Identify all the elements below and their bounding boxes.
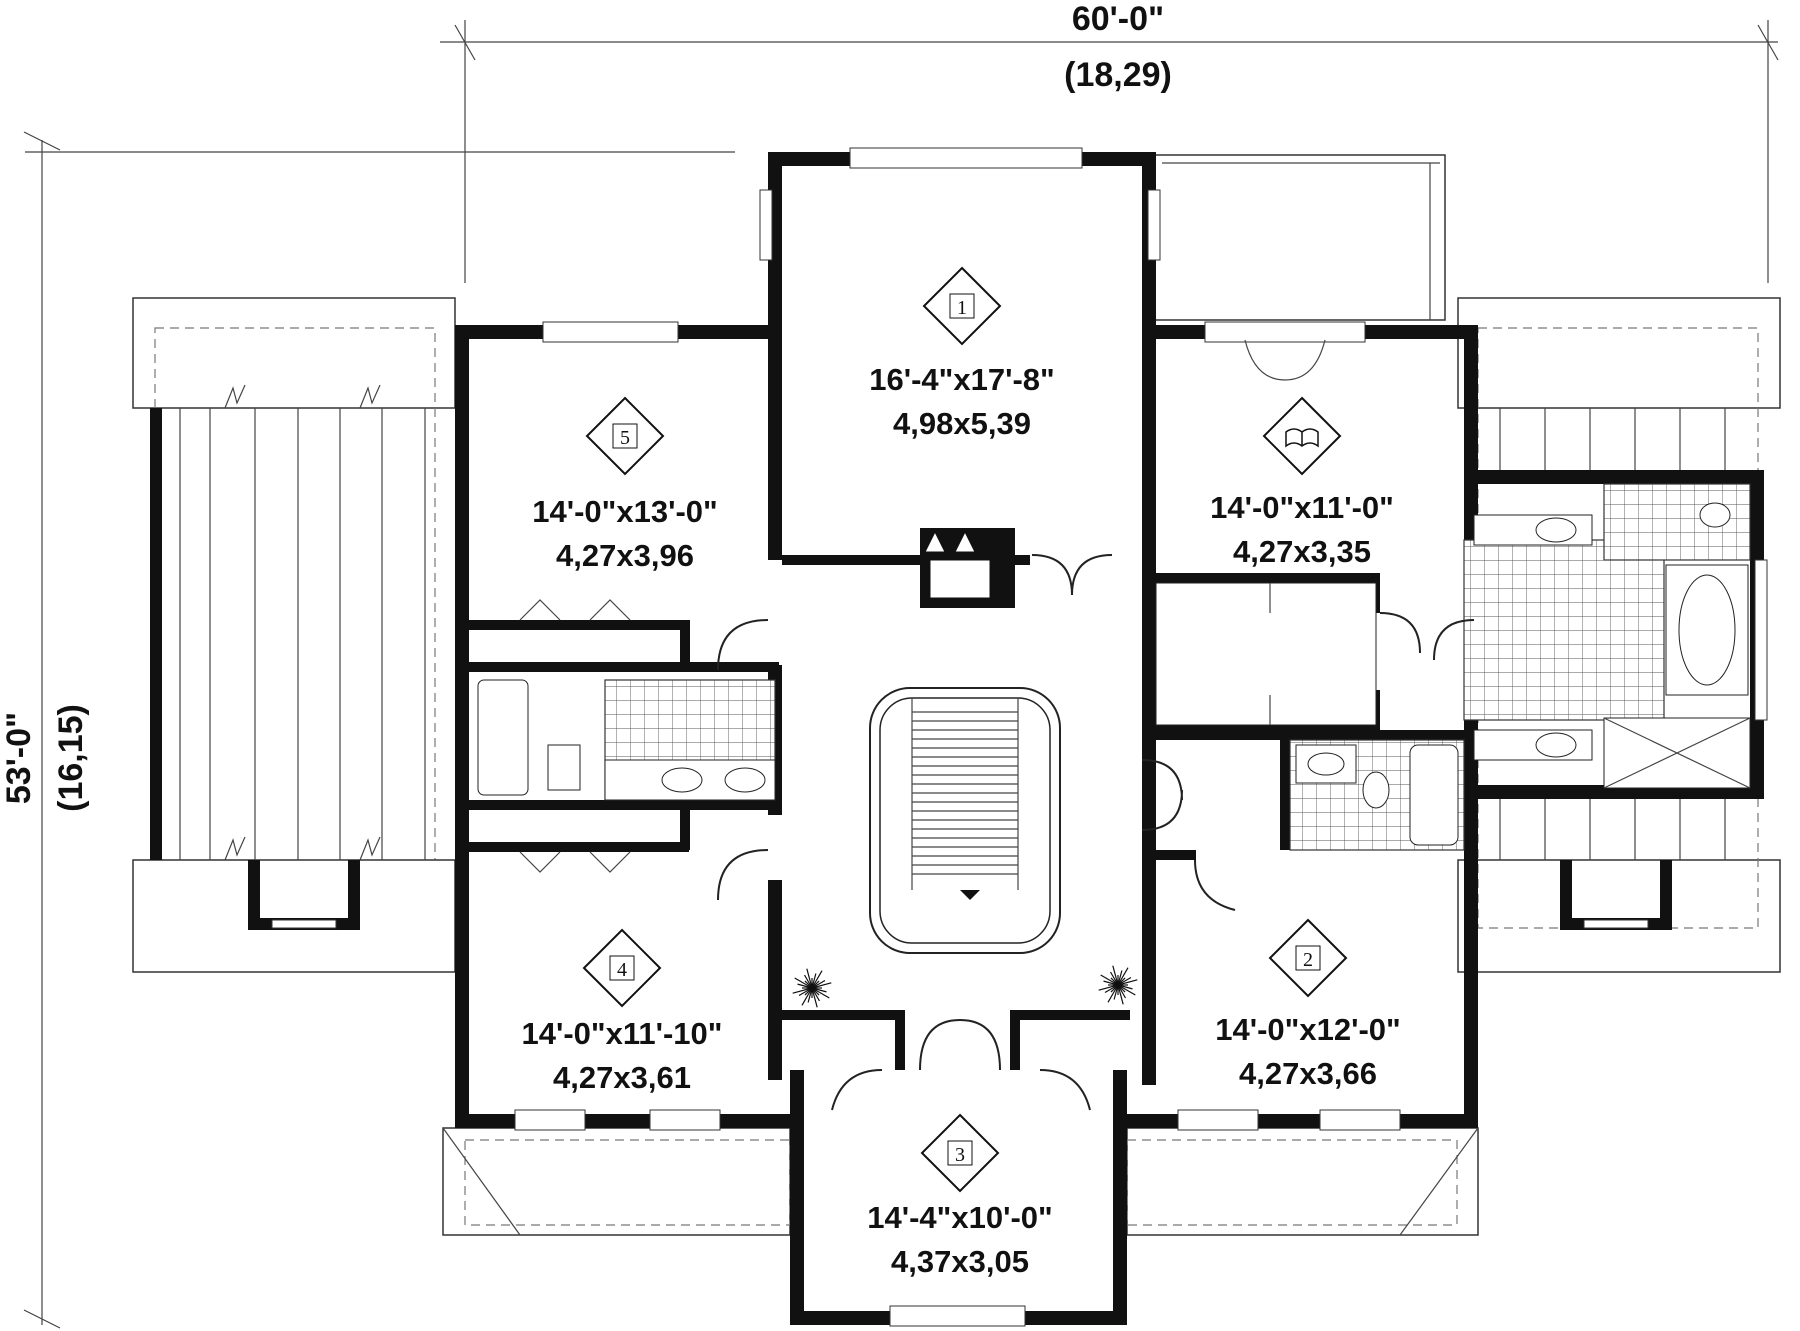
svg-text:2: 2 [1303,949,1313,971]
svg-text:5: 5 [620,427,630,449]
room-2-label: 2 14'-0"x12'-0" 4,27x3,66 [1215,918,1401,1091]
study-size-imperial: 14'-0"x11'-0" [1210,490,1394,525]
upper-balcony [1154,154,1446,321]
svg-text:1: 1 [957,297,967,319]
master-bathroom [1463,483,1751,789]
hall-bathroom [1289,739,1465,851]
depth-metric-label: (16,15) [52,704,90,812]
plant-icons [792,965,1138,1008]
room-4-label: 4 14'-0"x11'-10" 4,27x3,61 [521,928,723,1095]
room-1-size-imperial: 16'-4"x17'-8" [869,362,1054,397]
room-3-label: 3 14'-4"x10'-0" 4,37x3,05 [867,1113,1053,1279]
overall-depth-dimension: 53'-0" (16,15) [0,131,735,1329]
room-5-label: 5 14'-0"x13'-0" 4,27x3,96 [532,396,718,573]
study-size-metric: 4,27x3,35 [1233,534,1371,569]
width-imperial-label: 60'-0" [1072,0,1164,38]
study-label: 14'-0"x11'-0" 4,27x3,35 [1210,396,1394,569]
room-5-size-imperial: 14'-0"x13'-0" [532,494,717,529]
svg-text:3: 3 [955,1144,965,1166]
left-wing-roof [132,297,456,973]
left-bathroom [477,679,776,801]
depth-imperial-label: 53'-0" [0,712,38,804]
room-4-size-metric: 4,27x3,61 [553,1060,691,1095]
right-wing-roof [1457,297,1781,973]
room-5-size-metric: 4,27x3,96 [556,538,694,573]
room-1-size-metric: 4,98x5,39 [893,406,1031,441]
overall-width-dimension: 60'-0" (18,29) [440,0,1779,283]
room-1-label: 1 16'-4"x17'-8" 4,98x5,39 [869,266,1055,441]
room-3-size-metric: 4,37x3,05 [891,1244,1029,1279]
bottom-porches [442,1127,1479,1236]
svg-text:4: 4 [617,959,627,981]
room-2-size-metric: 4,27x3,66 [1239,1056,1377,1091]
width-metric-label: (18,29) [1064,56,1172,94]
room-4-size-imperial: 14'-0"x11'-10" [521,1016,722,1051]
room-2-size-imperial: 14'-0"x12'-0" [1215,1012,1400,1047]
room-3-size-imperial: 14'-4"x10'-0" [867,1200,1052,1235]
doors [717,554,1475,1111]
staircase [869,687,1061,954]
closets [519,339,1377,873]
